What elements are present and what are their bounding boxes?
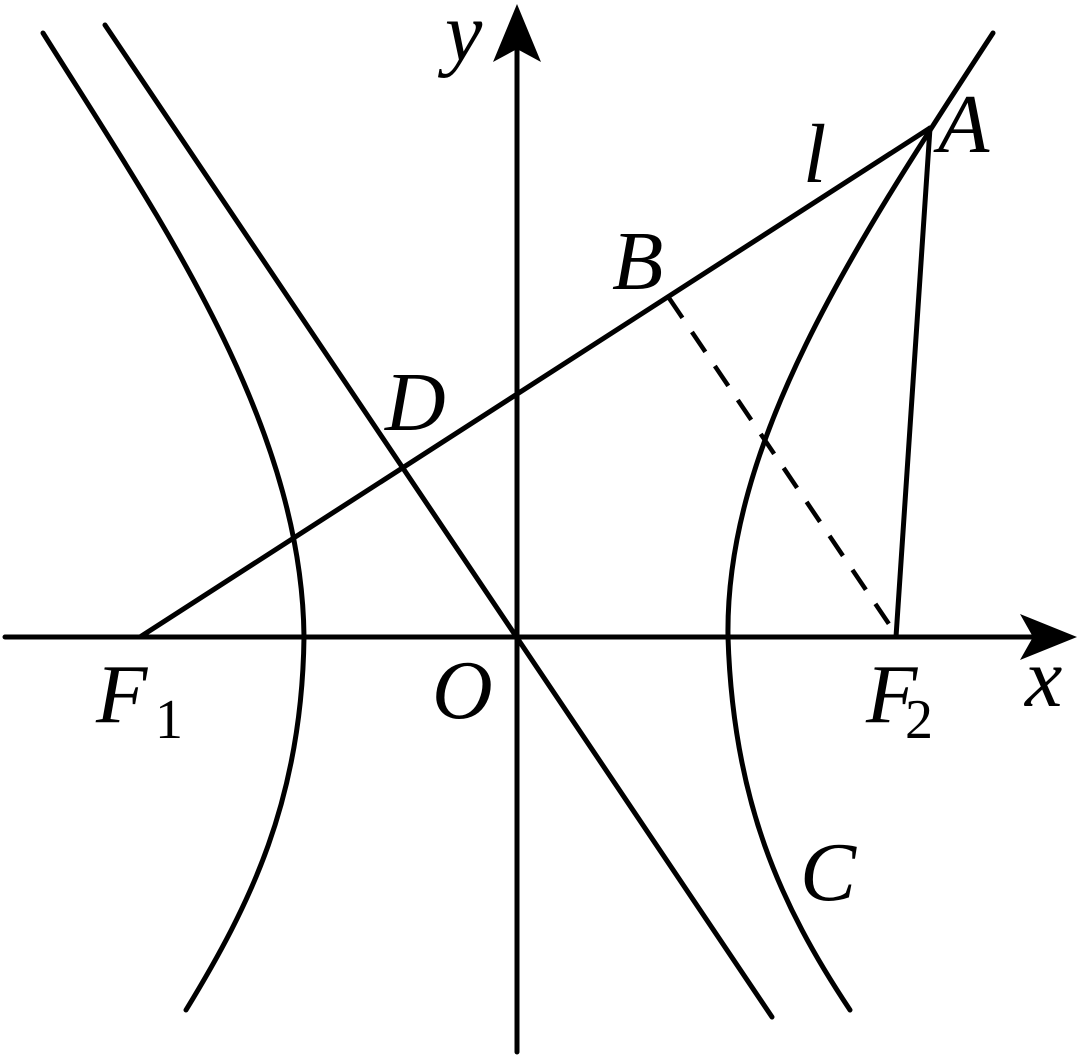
point-d-label: D	[384, 356, 446, 449]
hyperbola-left-branch	[40, 30, 307, 1013]
line-l-label: l	[803, 108, 826, 201]
curve-c-label: C	[800, 826, 857, 919]
focus-left-label: F	[95, 648, 149, 741]
y-axis-label: y	[437, 0, 483, 79]
focus-right-label: F	[865, 648, 919, 741]
segment-af2	[893, 125, 933, 640]
point-b-label: B	[612, 215, 663, 308]
asymptote-line	[102, 22, 775, 1020]
x-axis-label: x	[1023, 632, 1062, 725]
point-a-label: A	[933, 78, 990, 171]
y-axis-arrowhead	[493, 4, 541, 62]
line-l	[137, 125, 933, 640]
hyperbola-right-branch	[725, 30, 996, 1013]
focus-left-subscript: 1	[155, 689, 183, 751]
focus-right-subscript: 2	[905, 689, 933, 751]
origin-label: O	[432, 644, 493, 737]
segment-bf2-dashed	[667, 296, 895, 632]
x-axis-arrowhead	[1020, 614, 1077, 660]
